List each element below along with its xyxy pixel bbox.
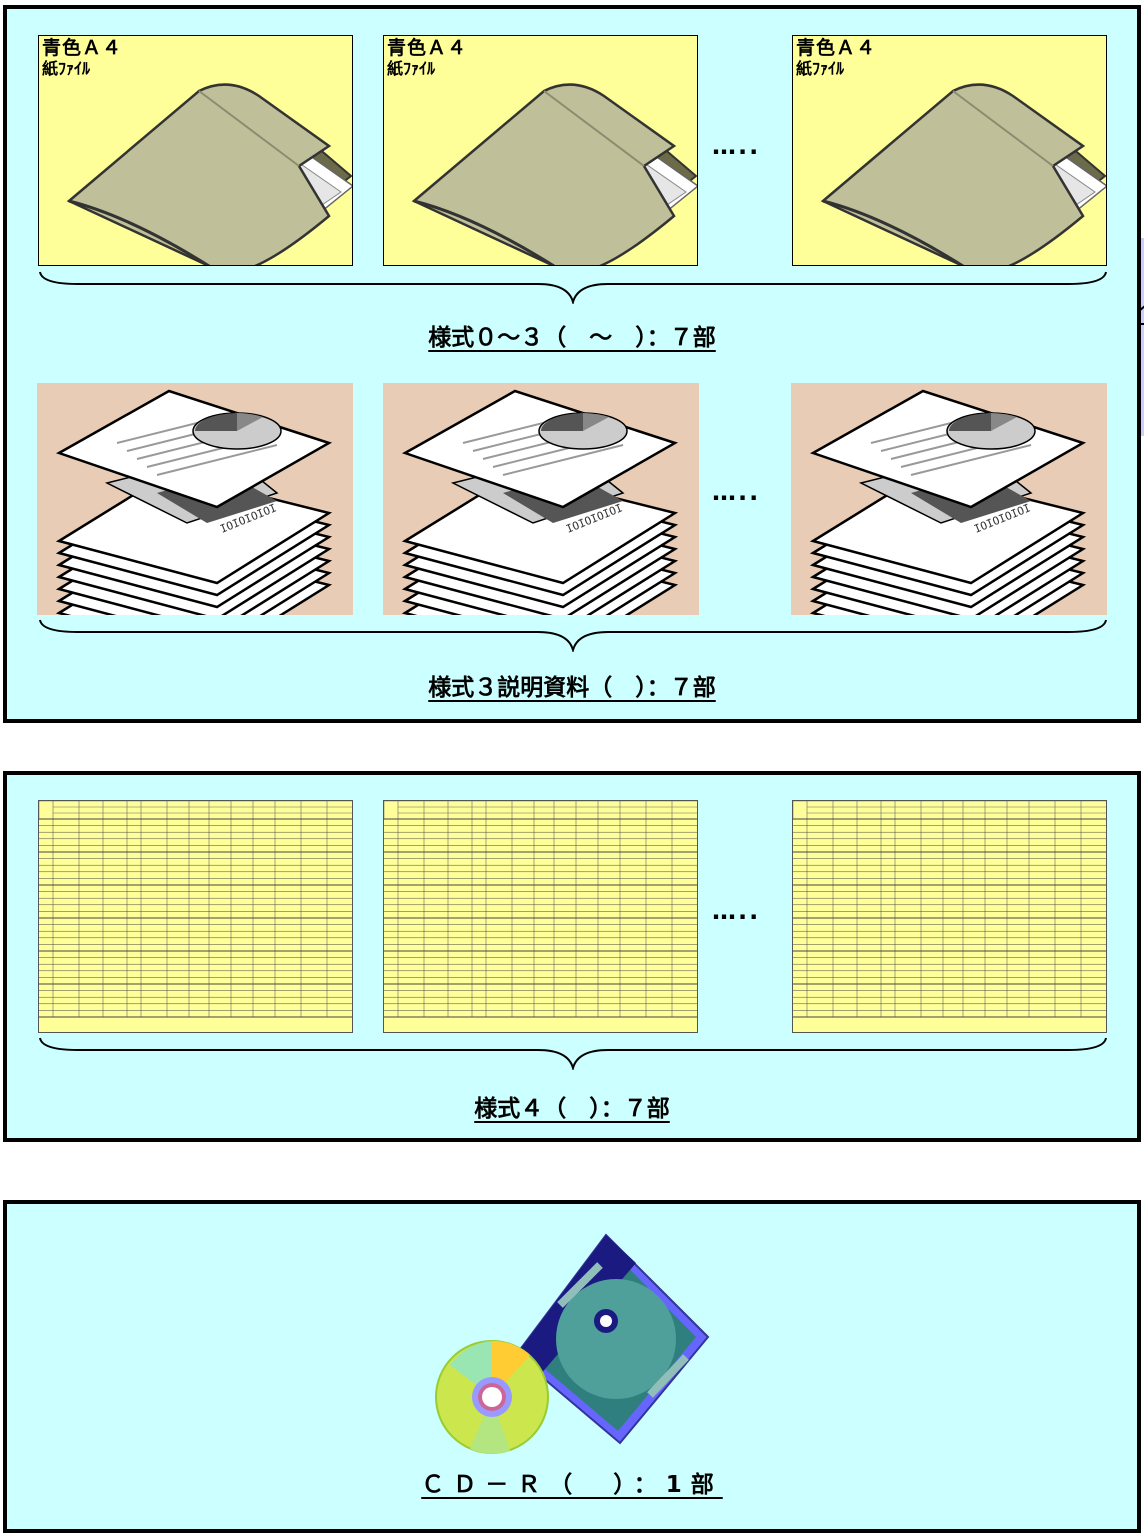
stack-brace-icon [39, 619, 1107, 652]
folder-card-2: 青色Ａ４ 紙ﾌｧｲﾙ [383, 35, 698, 266]
document-stack-card-1: IOIOIOIOI [37, 383, 353, 615]
folder-label-line1: 青色Ａ４ [796, 37, 877, 59]
folder-icon [411, 83, 697, 265]
spreadsheet-brace-icon [39, 1037, 1107, 1070]
folder-ellipsis: ….. [712, 132, 761, 160]
folder-icon [820, 83, 1106, 265]
folder-label-line1: 青色Ａ４ [387, 37, 468, 59]
spreadsheet-caption: 様式４（ ）：７部 [474, 1096, 670, 1122]
document-stack-icon: IOIOIOIOI [55, 389, 333, 615]
folder-label-line1: 青色Ａ４ [42, 37, 123, 59]
spreadsheet-card-3 [792, 800, 1107, 1033]
folder-icon [66, 83, 352, 265]
spreadsheet-icon [39, 801, 352, 1018]
panel-cd [3, 1200, 1141, 1533]
spreadsheet-card-2 [383, 800, 698, 1033]
spreadsheet-icon [793, 801, 1106, 1018]
document-stack-card-2: IOIOIOIOI [383, 383, 699, 615]
spreadsheet-card-1 [38, 800, 353, 1033]
document-stack-icon: IOIOIOIOI [401, 389, 679, 615]
spreadsheet-icon [384, 801, 697, 1018]
spreadsheet-ellipsis: ….. [712, 897, 761, 925]
folder-card-3: 青色Ａ４ 紙ﾌｧｲﾙ [792, 35, 1107, 266]
folder-label-line2: 紙ﾌｧｲﾙ [387, 58, 436, 78]
cd-case-icon [435, 1233, 710, 1454]
folder-card-1: 青色Ａ４ 紙ﾌｧｲﾙ [38, 35, 353, 266]
stack-ellipsis: ….. [712, 478, 761, 506]
folder-label-line2: 紙ﾌｧｲﾙ [42, 58, 91, 78]
document-stack-icon: IOIOIOIOI [809, 389, 1087, 615]
document-stack-card-3: IOIOIOIOI [791, 383, 1107, 615]
stack-caption: 様式３説明資料（ ）：７部 [428, 675, 716, 701]
cd-caption: ＣＤ－Ｒ（ ）：1部 [421, 1472, 723, 1498]
folder-brace-icon [39, 271, 1107, 304]
folder-label-line2: 紙ﾌｧｲﾙ [796, 58, 845, 78]
folder-caption: 様式０～３（ ～ ）：７部 [428, 325, 716, 351]
